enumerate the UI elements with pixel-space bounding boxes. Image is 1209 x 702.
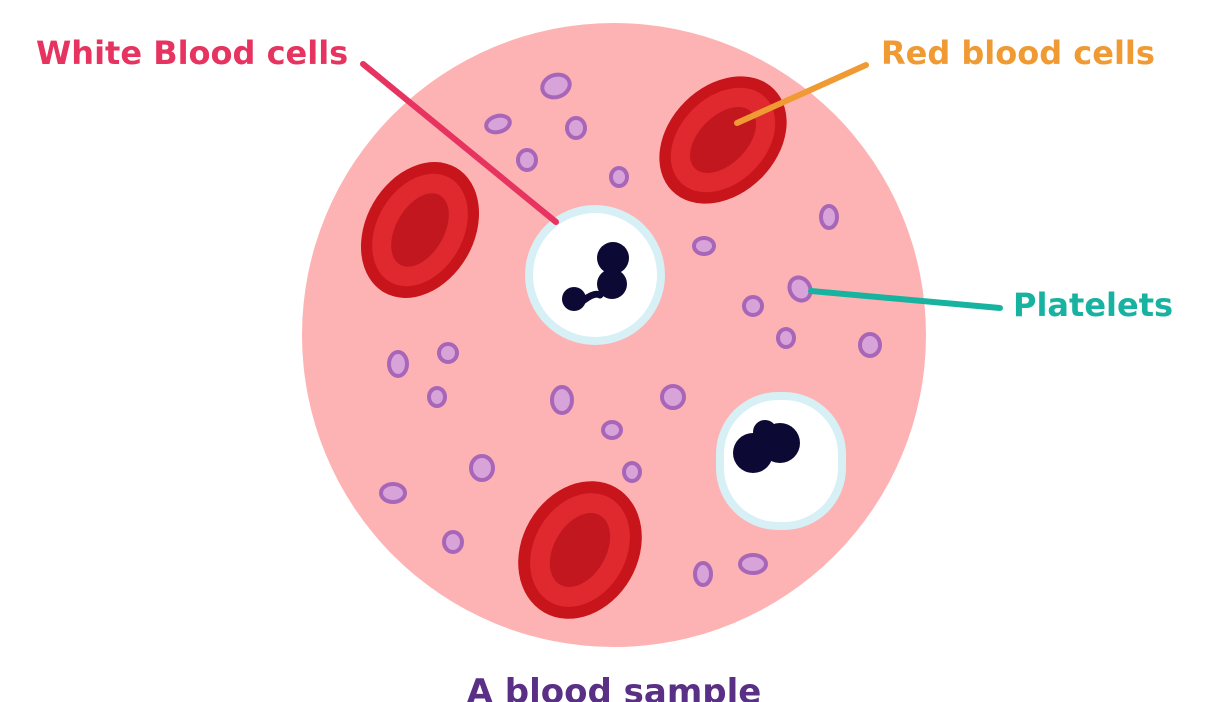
platelet <box>437 342 459 364</box>
red-blood-cell-icon <box>659 76 787 204</box>
platelet <box>660 384 686 410</box>
nucleus-icon <box>562 242 629 311</box>
platelet <box>387 350 409 378</box>
platelet <box>609 166 629 188</box>
platelets-group <box>379 72 882 587</box>
red-blood-cells-label: Red blood cells <box>881 34 1155 72</box>
white-blood-cells-leader-line <box>360 61 559 225</box>
platelet <box>565 116 587 140</box>
platelet <box>742 295 764 317</box>
platelet <box>693 561 713 587</box>
platelet <box>692 236 716 256</box>
platelet <box>516 148 538 172</box>
platelets-leader-line <box>808 288 1003 311</box>
red-blood-cells-leader-line <box>734 62 869 126</box>
platelet <box>819 204 839 230</box>
white-blood-cell-icon <box>716 392 846 530</box>
platelet <box>442 530 464 554</box>
platelet <box>622 461 642 483</box>
platelet <box>379 482 407 504</box>
nucleus-icon <box>733 420 800 473</box>
white-blood-cell-icon <box>525 205 665 345</box>
platelet <box>540 72 572 100</box>
platelet <box>427 386 447 408</box>
platelet <box>776 327 796 349</box>
white-blood-cells-label: White Blood cells <box>36 34 348 72</box>
platelet <box>484 113 512 135</box>
platelet <box>550 385 574 415</box>
platelet <box>601 420 623 440</box>
red-blood-cell-icon <box>360 162 480 298</box>
diagram-caption: A blood sample <box>467 672 762 702</box>
platelet <box>738 553 768 575</box>
platelet <box>469 454 495 482</box>
red-blood-cell-icon <box>518 481 642 619</box>
platelets-label: Platelets <box>1013 286 1173 324</box>
platelet <box>787 275 813 303</box>
platelet <box>858 332 882 358</box>
